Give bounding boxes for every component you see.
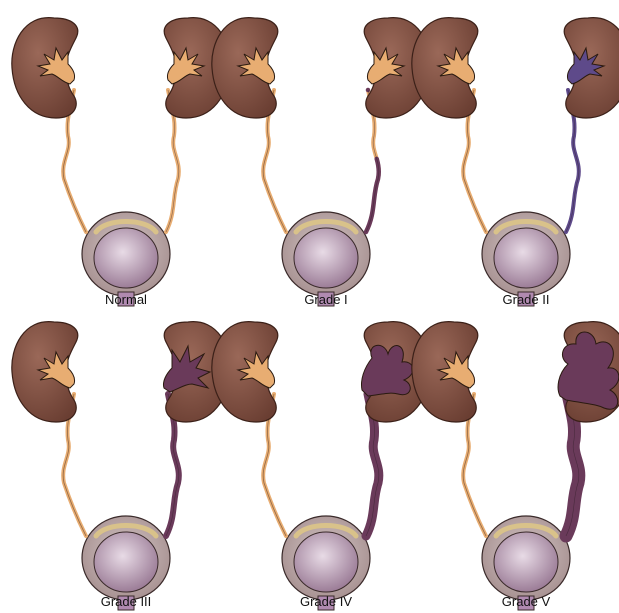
bladder-dome-rim <box>93 219 159 235</box>
panel-label: Normal <box>105 292 147 307</box>
right-renal-pelvis <box>361 344 414 397</box>
bladder <box>481 211 571 307</box>
panel-grade-2: Grade II <box>411 17 619 307</box>
panel-grade-1: Grade I <box>211 17 431 307</box>
urethra <box>317 595 335 611</box>
panel-grade-5: Grade V <box>411 321 619 611</box>
bladder-dome-rim <box>93 523 159 539</box>
right-renal-pelvis <box>557 331 619 410</box>
bladder-dome-rim <box>493 219 559 235</box>
right-renal-pelvis <box>167 46 206 85</box>
bladder-lumen <box>93 227 159 289</box>
panel-grade-4: Grade IV <box>211 321 431 611</box>
panel-label: Grade I <box>304 292 347 307</box>
bladder-lumen <box>293 531 359 593</box>
bladder-lumen <box>493 227 559 289</box>
bladder-dome-rim <box>293 523 359 539</box>
urethra <box>117 291 135 307</box>
bladder <box>281 515 371 611</box>
panel-label: Grade III <box>101 594 152 609</box>
bladder-lumen <box>493 531 559 593</box>
bladder <box>81 211 171 307</box>
left-renal-pelvis <box>236 46 275 85</box>
panel-normal: Normal <box>11 17 231 307</box>
bladder-dome-rim <box>293 219 359 235</box>
left-renal-pelvis <box>36 46 75 85</box>
urethra <box>317 291 335 307</box>
panel-label: Grade II <box>503 292 550 307</box>
panel-label: Grade IV <box>300 594 352 609</box>
right-renal-pelvis <box>163 344 212 393</box>
panel-grade-3: Grade III <box>11 321 231 611</box>
bladder-lumen <box>93 531 159 593</box>
bladder <box>481 515 571 611</box>
left-renal-pelvis <box>36 350 75 389</box>
bladder-dome-rim <box>493 523 559 539</box>
panel-label: Grade V <box>502 594 551 609</box>
urethra <box>117 595 135 611</box>
bladder-lumen <box>293 227 359 289</box>
left-renal-pelvis <box>436 46 475 85</box>
right-renal-pelvis <box>567 46 606 85</box>
bladder <box>81 515 171 611</box>
urethra <box>517 291 535 307</box>
bladder <box>281 211 371 307</box>
urethra <box>517 595 535 611</box>
left-renal-pelvis <box>236 350 275 389</box>
left-renal-pelvis <box>436 350 475 389</box>
right-renal-pelvis <box>367 46 406 85</box>
